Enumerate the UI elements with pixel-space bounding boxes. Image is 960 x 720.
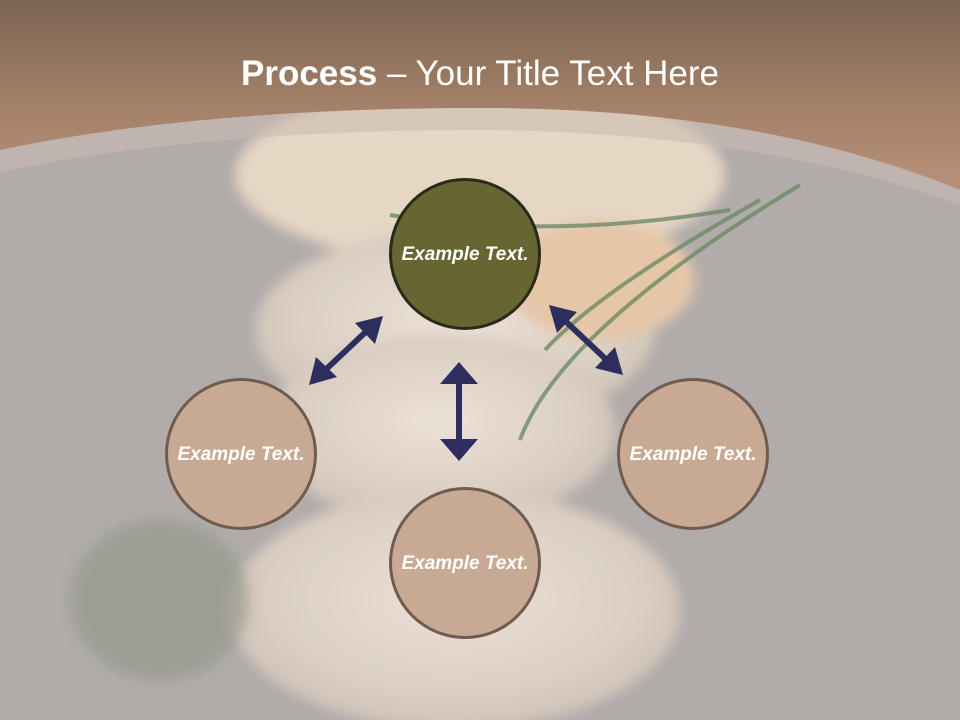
node-right-text: Example Text. — [629, 443, 757, 465]
node-left-text: Example Text. — [177, 443, 305, 465]
title-rest: – Your Title Text Here — [377, 54, 719, 93]
process-node-top[interactable]: Example Text. — [389, 178, 541, 330]
process-node-bottom[interactable]: Example Text. — [389, 487, 541, 639]
node-top-text: Example Text. — [401, 243, 529, 265]
process-node-left[interactable]: Example Text. — [165, 378, 317, 530]
title-bold: Process — [241, 54, 378, 93]
slide-title: Process – Your Title Text Here — [0, 52, 960, 96]
process-node-right[interactable]: Example Text. — [617, 378, 769, 530]
node-bottom-text: Example Text. — [401, 552, 529, 574]
